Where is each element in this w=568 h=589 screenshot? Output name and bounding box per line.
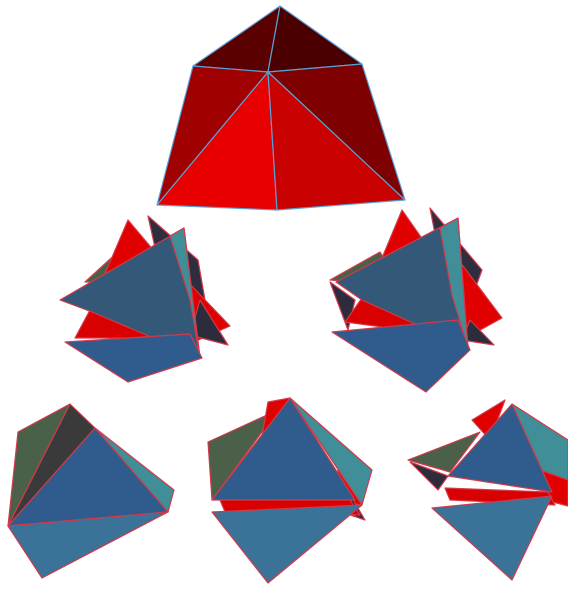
compound-bottom-blue-face — [65, 334, 202, 382]
compound-bottom-right — [408, 400, 568, 580]
compound-middle-left — [60, 216, 230, 382]
compound-bottom-face — [212, 505, 362, 583]
compound-middle-right — [330, 208, 502, 392]
square-pyramid — [157, 6, 405, 210]
pyramid-back-left-face — [193, 6, 280, 72]
pyramid-back-right-face — [268, 6, 362, 72]
compound-bottom-face — [432, 496, 552, 580]
octahedron-bottom-left — [8, 404, 174, 578]
compound-bottom-middle — [208, 398, 372, 583]
compound-bottom-blue-face — [332, 320, 470, 392]
